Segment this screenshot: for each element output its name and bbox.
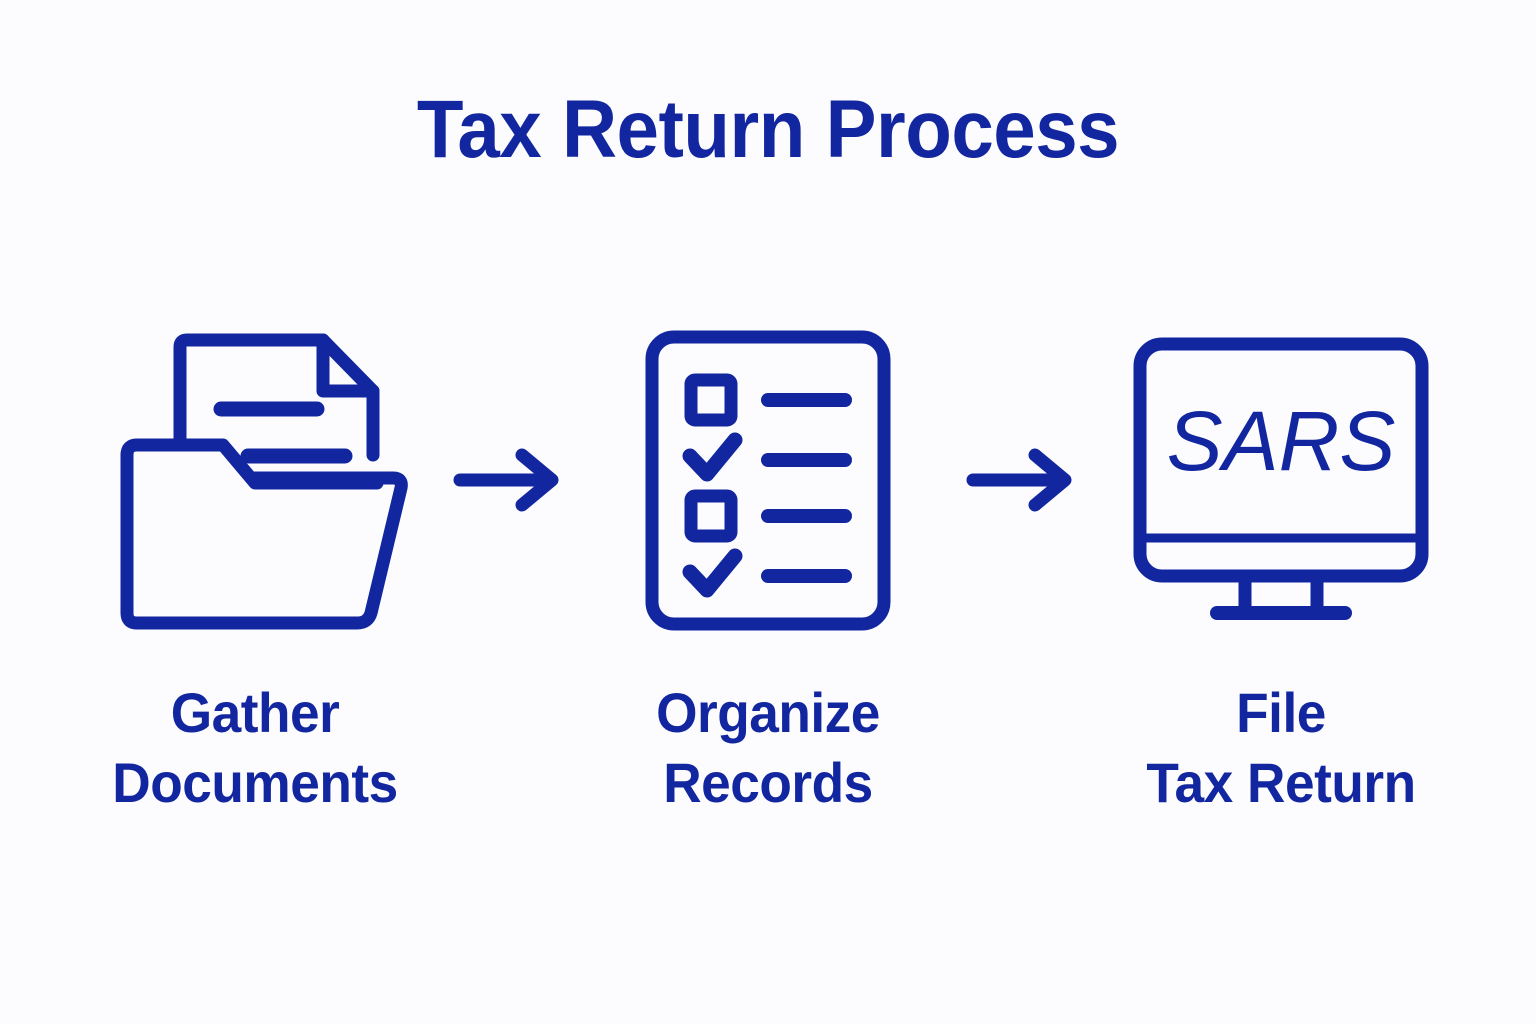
folder-document-icon [120,333,408,630]
step-label-line-1: Gather [170,681,340,744]
process-flow-row: SARS [90,300,1446,660]
step-file-tax-return-icon: SARS [1116,310,1446,650]
arrow-right-icon [966,448,1071,512]
step-gather-documents-icon [90,310,420,650]
step-label-gather-documents: Gather Documents [98,678,412,818]
monitor-screen-text: SARS [1167,394,1396,488]
process-labels-row: Gather Documents Organize Records File T… [90,678,1446,828]
checkbox-empty-1 [684,373,738,426]
step-label-line-2: Records [663,751,873,814]
monitor-icon: SARS [1133,337,1429,620]
arrow-right-icon [453,448,558,512]
step-label-line-1: Organize [656,681,880,744]
step-label-file-tax-return: File Tax Return [1124,678,1438,818]
step-organize-records-icon [603,310,933,650]
step-label-line-1: File [1236,681,1326,744]
checkmark-2 [682,548,743,597]
page-title: Tax Return Process [416,84,1120,175]
checkbox-empty-2 [684,489,738,542]
checklist-icon [645,330,891,630]
step-label-line-2: Documents [112,751,398,814]
step-label-organize-records: Organize Records [611,678,925,818]
step-label-line-2: Tax Return [1146,751,1416,814]
flow-arrow-1 [437,425,587,535]
flow-arrow-2 [950,425,1100,535]
checkmark-1 [682,432,743,481]
